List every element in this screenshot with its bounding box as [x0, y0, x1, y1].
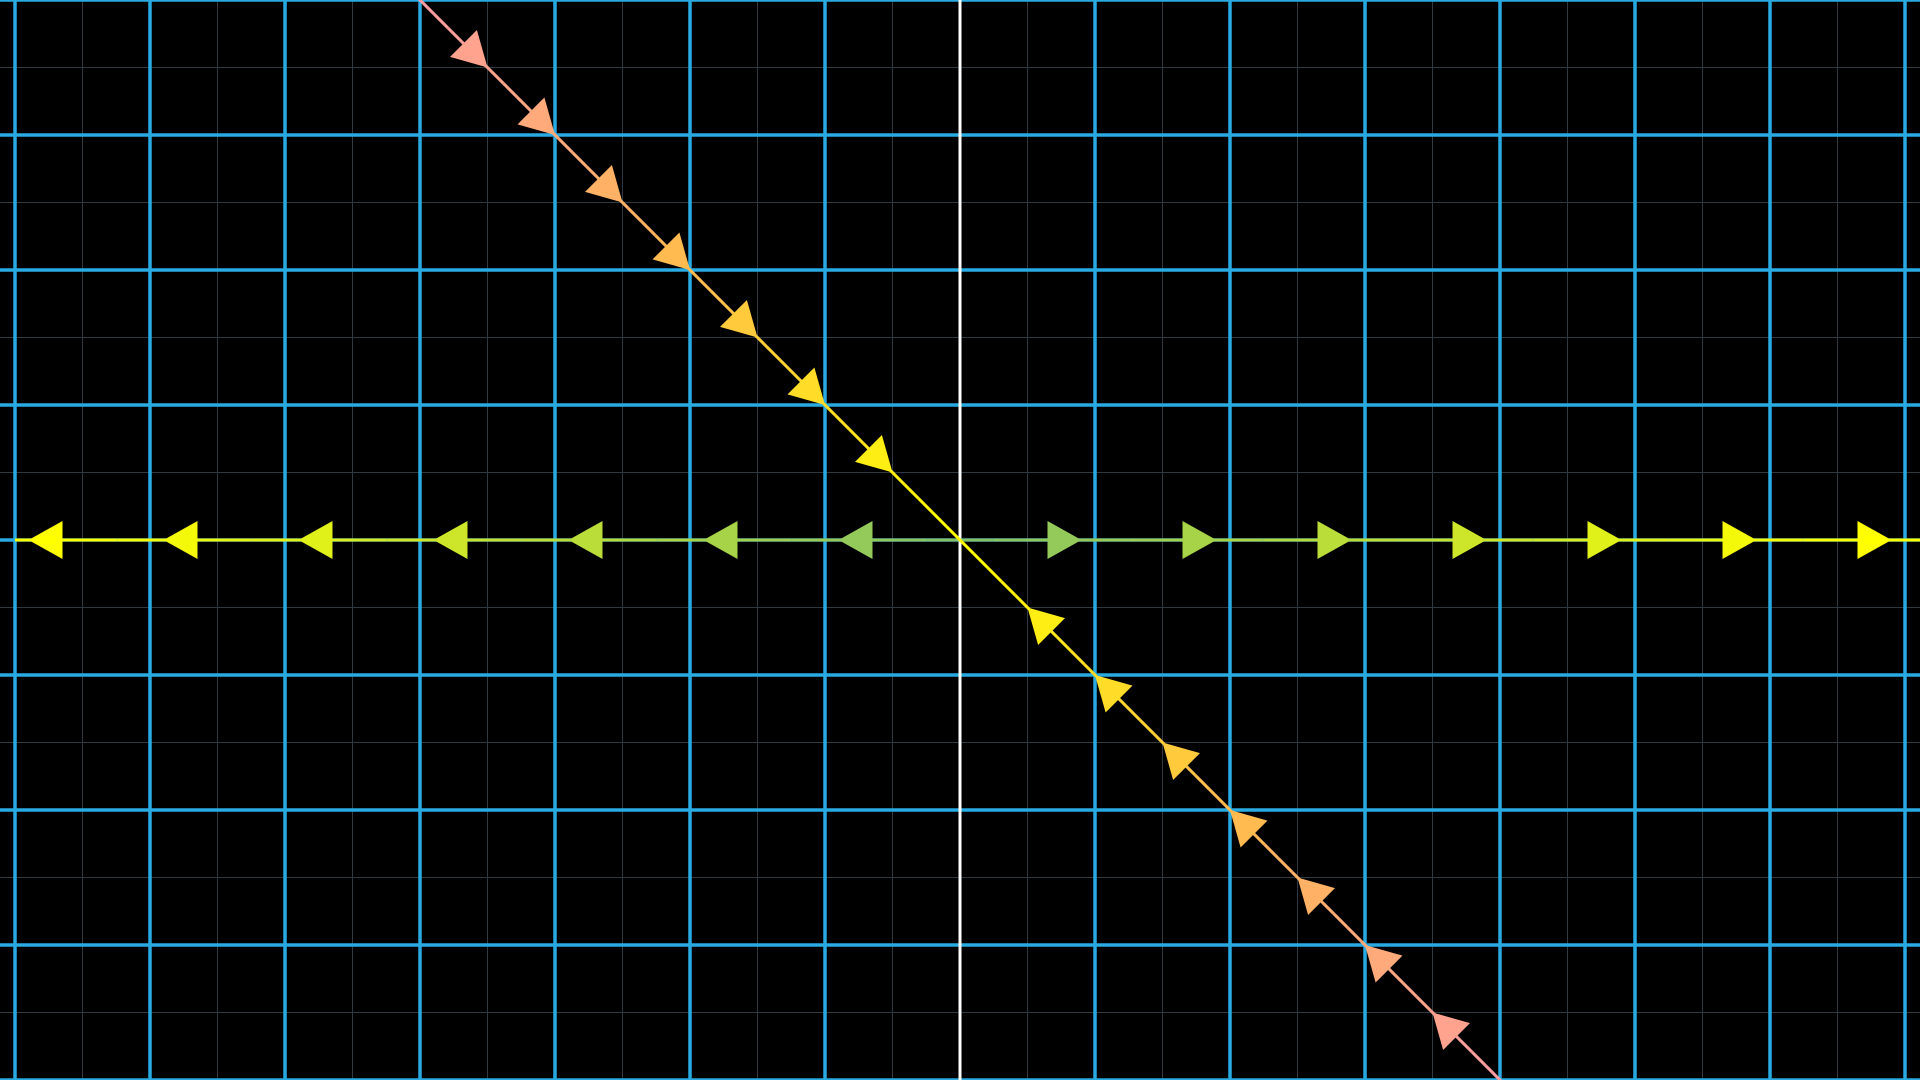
- diagonal-eigenline-segment: [433, 13, 450, 30]
- diagonal-eigenline-segment: [640, 220, 657, 237]
- diagonal-eigenline-segment: [1387, 967, 1404, 984]
- diagonal-flow-arrow-inward: [585, 165, 623, 203]
- diagonal-eigenline-segment: [917, 497, 934, 514]
- diagonal-eigenline-segment: [958, 538, 975, 555]
- diagonal-eigenline-segment: [972, 552, 989, 569]
- diagonal-flow-arrow-inward: [855, 435, 893, 473]
- diagonal-eigenline-segment: [1277, 857, 1294, 874]
- diagonal-eigenline-segment: [1055, 635, 1072, 652]
- diagonal-eigenline-segment: [779, 359, 796, 376]
- horizontal-flow-arrow-left: [163, 521, 198, 559]
- diagonal-eigenline-segment: [419, 0, 436, 16]
- horizontal-flow-arrow-right: [1722, 521, 1757, 559]
- diagonal-eigenline-segment: [1000, 580, 1017, 597]
- horizontal-flow-arrow-right: [1452, 521, 1487, 559]
- diagonal-eigenline-segment: [1069, 649, 1086, 666]
- diagonal-eigenline-segment: [709, 289, 726, 306]
- horizontal-flow-arrow-left: [568, 521, 603, 559]
- horizontal-flow-arrow-left: [838, 521, 873, 559]
- diagonal-flow-arrow-inward: [652, 232, 690, 270]
- diagonal-eigenline-segment: [1415, 995, 1432, 1012]
- diagonal-flow-arrow-inward: [1095, 675, 1133, 713]
- diagonal-flow-arrow-inward: [1365, 945, 1403, 983]
- diagonal-eigenline-segment: [945, 525, 962, 542]
- horizontal-flow-arrow-right: [1317, 521, 1352, 559]
- diagonal-eigenline-segment: [889, 469, 906, 486]
- diagonal-flow-arrow-inward: [1230, 810, 1268, 848]
- horizontal-flow-arrow-right: [1857, 521, 1892, 559]
- diagonal-eigenline-segment: [446, 26, 463, 43]
- horizontal-flow-arrow-left: [298, 521, 333, 559]
- horizontal-flow-arrow-left: [28, 521, 63, 559]
- diagonal-eigenline-segment: [986, 566, 1003, 583]
- diagonal-eigenline-segment: [571, 151, 588, 168]
- diagonal-eigenline-segment: [834, 414, 851, 431]
- diagonal-eigenline-segment: [1138, 718, 1155, 735]
- diagonal-eigenline-segment: [696, 276, 712, 292]
- diagonal-eigenline-segment: [1194, 774, 1211, 791]
- diagonal-eigenline-segment: [1208, 788, 1224, 804]
- diagonal-eigenline-segment: [1263, 843, 1280, 860]
- diagonal-eigenline-segment: [1346, 926, 1363, 943]
- diagonal-eigenline-segment: [626, 206, 643, 223]
- horizontal-flow-arrow-left: [433, 521, 468, 559]
- horizontal-flow-arrow-right: [1587, 521, 1622, 559]
- diagonal-eigenline-segment: [557, 137, 574, 154]
- horizontal-flow-arrow-left: [703, 521, 738, 559]
- diagonal-eigenline-segment: [585, 165, 602, 182]
- diagonal-eigenline-segment: [516, 96, 533, 113]
- diagonal-flow-arrow-inward: [1297, 877, 1335, 915]
- diagonal-flow-arrow-inward: [1432, 1012, 1470, 1050]
- diagonal-flow-arrow-inward: [450, 30, 488, 68]
- diagonal-flow-arrow-inward: [720, 300, 758, 338]
- diagonal-flow-arrow-inward: [1162, 742, 1200, 780]
- horizontal-flow-arrow-right: [1182, 521, 1217, 559]
- diagonal-eigenline-segment: [1332, 912, 1349, 929]
- diagonal-eigenline-segment: [1014, 594, 1031, 611]
- diagonal-eigenline-segment: [903, 483, 920, 500]
- diagonal-flow-arrow-inward: [1027, 607, 1065, 645]
- diagonal-eigenline-segment: [1457, 1037, 1474, 1054]
- diagonal-eigenline-segment: [848, 428, 865, 445]
- horizontal-flow-arrow-right: [1047, 521, 1082, 559]
- diagonal-eigenline-segment: [502, 82, 519, 99]
- diagonal-eigenline-segment: [1318, 898, 1335, 915]
- diagonal-eigenline-segment: [1401, 981, 1418, 998]
- diagonal-flow-arrow-inward: [517, 97, 555, 135]
- diagonal-eigenline-segment: [931, 511, 948, 528]
- diagonal-eigenline-segment: [1484, 1064, 1501, 1080]
- diagonal-eigenline-segment: [1124, 704, 1141, 721]
- diagonal-flow-arrow-inward: [787, 367, 825, 405]
- diagonal-eigenline-segment: [1470, 1050, 1487, 1067]
- diagonal-eigenline-segment: [488, 68, 505, 85]
- diagonal-eigenline-segment: [765, 345, 782, 362]
